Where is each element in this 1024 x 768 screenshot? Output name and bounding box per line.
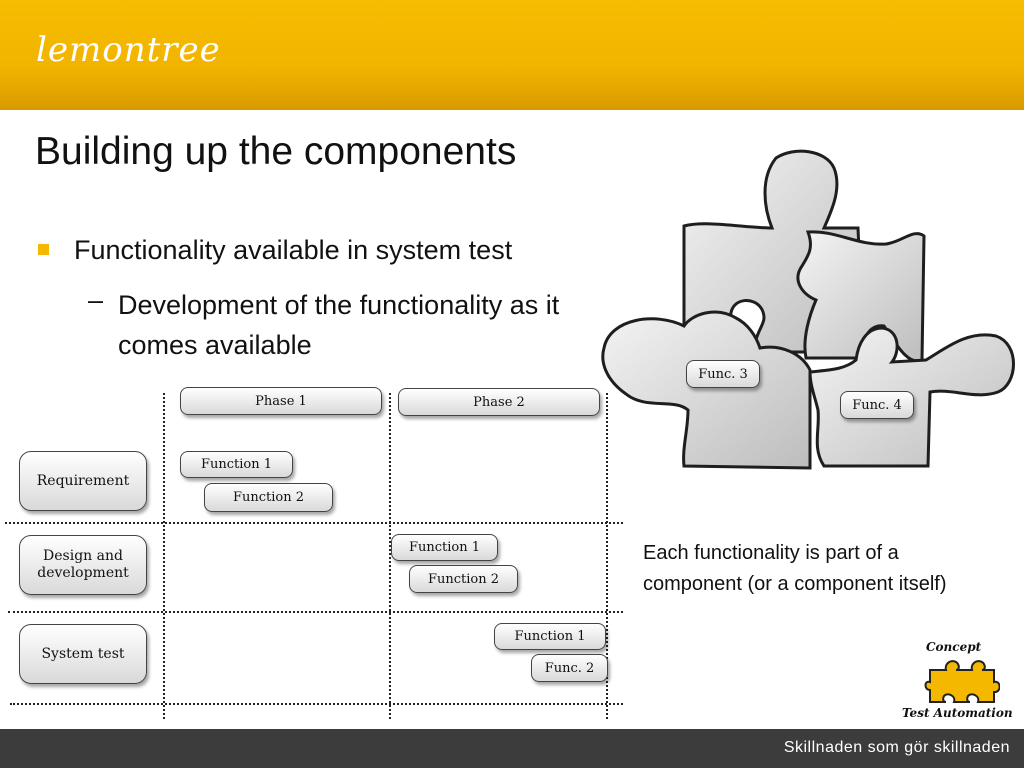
puzzle-logo-icon <box>924 660 1000 703</box>
req-function-1: Function 1 <box>180 451 293 478</box>
concept-label: Concept <box>926 640 982 654</box>
test-automation-label: Test Automation <box>902 706 1013 720</box>
lemontree-logo: lemontree <box>36 30 221 70</box>
functionality-note: Each functionality is part of a componen… <box>643 542 947 595</box>
footer-bar: Skillnaden som gör skillnaden <box>0 729 1024 768</box>
bullet-level2-text: Development of the functionality as it c… <box>118 290 560 360</box>
grid-hline-3 <box>10 703 623 705</box>
system-func-2: Func. 2 <box>531 654 608 682</box>
phase-1-tag: Phase 1 <box>180 387 382 415</box>
row-label-design-development: Design and development <box>19 535 147 595</box>
system-function-1: Function 1 <box>494 623 606 650</box>
header-bar: lemontree <box>0 0 1024 110</box>
puzzle-label-func-3: Func. 3 <box>686 360 760 388</box>
bullet-dash: – <box>88 285 104 315</box>
grid-hline-1 <box>5 522 623 524</box>
req-function-2: Function 2 <box>204 483 333 512</box>
grid-vline-3 <box>606 393 608 719</box>
grid-vline-1 <box>163 393 165 719</box>
design-function-2: Function 2 <box>409 565 518 593</box>
grid-hline-2 <box>8 611 623 613</box>
grid-vline-2 <box>389 393 391 719</box>
slide-title: Building up the components <box>35 130 517 173</box>
bullet-level1-text: Functionality available in system test <box>74 235 513 265</box>
footer-tagline: Skillnaden som gör skillnaden <box>783 739 1010 756</box>
puzzle-pieces-icon <box>601 149 1015 470</box>
design-function-1: Function 1 <box>391 534 498 561</box>
row-label-system-test: System test <box>19 624 147 684</box>
phase-2-tag: Phase 2 <box>398 388 600 416</box>
row-label-requirement: Requirement <box>19 451 147 511</box>
puzzle-label-func-4: Func. 4 <box>840 391 914 419</box>
bullet-square-icon <box>38 244 49 255</box>
